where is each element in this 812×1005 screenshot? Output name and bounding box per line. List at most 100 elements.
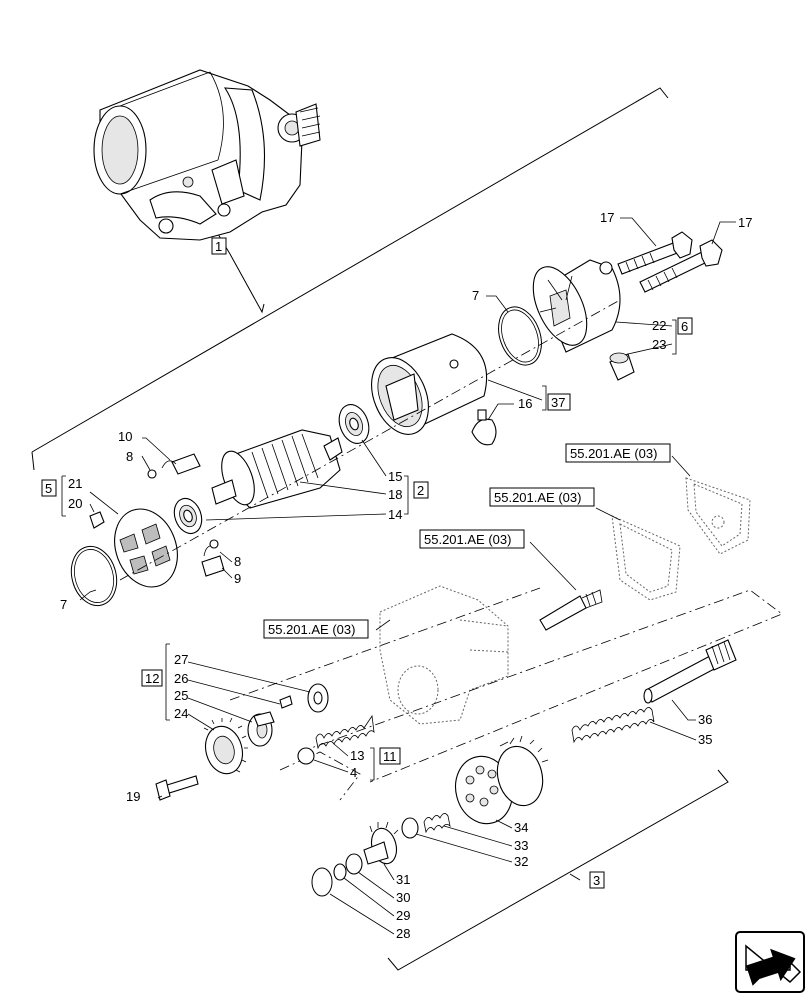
reference-pinion-shaft <box>539 589 603 631</box>
callout-32: 32 <box>514 854 528 869</box>
callout-16: 16 <box>518 396 532 411</box>
next-page-arrow-icon[interactable] <box>735 931 805 993</box>
reference-housing-ghost <box>379 585 509 725</box>
reference-box-4 <box>263 619 369 639</box>
callout-15: 15 <box>388 469 402 484</box>
group-bracket-6 <box>672 319 677 355</box>
gear-25 <box>247 711 275 747</box>
callout-3: 3 <box>593 873 600 888</box>
callout-13: 13 <box>350 748 364 763</box>
pin-26 <box>279 695 293 709</box>
callout-8-lower: 8 <box>234 554 241 569</box>
reference-box-1 <box>565 443 671 463</box>
reference-label-4: 55.201.AE (03) <box>268 622 355 637</box>
reference-label-1: 55.201.AE (03) <box>570 446 657 461</box>
callout-2: 2 <box>417 483 424 498</box>
callout-17-upper: 17 <box>600 210 614 225</box>
reference-box-3 <box>419 529 525 549</box>
callout-7-lower: 7 <box>60 597 67 612</box>
ball-4 <box>297 747 315 765</box>
callout-22: 22 <box>652 318 666 333</box>
o-ring-7-upper <box>498 306 542 366</box>
brush-10 <box>161 453 201 475</box>
callout-4: 4 <box>350 765 357 780</box>
assembly-bracket-lower <box>387 769 729 971</box>
reference-box-2 <box>489 487 595 507</box>
bolt-17-upper <box>617 231 693 275</box>
bush-23 <box>609 352 635 381</box>
callout-labels: 1 17 17 7 22 23 6 16 37 10 8 15 18 14 2 … <box>41 210 752 941</box>
callout-11: 11 <box>383 749 397 764</box>
callout-box-11 <box>379 747 401 765</box>
callout-37: 37 <box>551 395 565 410</box>
callout-box-12 <box>141 669 163 687</box>
bearing-15 <box>338 404 370 444</box>
bolt-19 <box>155 775 199 801</box>
clip-20 <box>89 511 105 529</box>
callout-30: 30 <box>396 890 410 905</box>
leader-lines <box>79 217 736 935</box>
callout-28: 28 <box>396 926 410 941</box>
brush-holder-16 <box>471 409 497 446</box>
callout-7-upper: 7 <box>472 288 479 303</box>
brush-plate-21 <box>114 508 178 588</box>
callout-35: 35 <box>698 732 712 747</box>
callout-9: 9 <box>234 571 241 586</box>
callout-box-3 <box>589 871 605 889</box>
overrunning-clutch-34 <box>455 735 549 825</box>
reference-gasket-2-ghost <box>685 477 751 555</box>
callout-14: 14 <box>388 507 402 522</box>
callout-box-37 <box>547 393 571 411</box>
reference-label-3: 55.201.AE (03) <box>424 532 511 547</box>
callout-24: 24 <box>174 706 188 721</box>
callout-box-6 <box>677 317 693 335</box>
retainer-32 <box>401 817 419 839</box>
group-bracket-12 <box>165 643 170 721</box>
brush-9 <box>201 545 225 577</box>
collar-30 <box>345 853 363 875</box>
callout-5: 5 <box>45 481 52 496</box>
gear-24 <box>203 717 248 775</box>
callout-36: 36 <box>698 712 712 727</box>
callout-6: 6 <box>681 319 688 334</box>
callout-20: 20 <box>68 496 82 511</box>
washer-29 <box>333 863 347 881</box>
o-ring-7-lower <box>70 545 118 607</box>
o-ring-28 <box>311 867 333 897</box>
callout-box-1 <box>211 237 227 255</box>
callout-box-5 <box>41 479 57 497</box>
callout-19: 19 <box>126 789 140 804</box>
screw-8-upper <box>147 469 157 479</box>
pinion-31 <box>363 821 399 865</box>
armature-18 <box>211 429 343 509</box>
shaft-36 <box>643 639 737 704</box>
group-bracket-5 <box>61 475 66 517</box>
reference-label-2: 55.201.AE (03) <box>494 490 581 505</box>
bearing-14 <box>173 497 203 535</box>
callout-box-2 <box>413 481 429 499</box>
callout-1: 1 <box>215 239 222 254</box>
callout-18: 18 <box>388 487 402 502</box>
washer-27 <box>307 683 329 713</box>
spring-35 <box>571 707 655 744</box>
bolt-17-lower <box>639 239 723 293</box>
callout-26: 26 <box>174 671 188 686</box>
reference-gasket-1-ghost <box>611 515 681 601</box>
callout-33: 33 <box>514 838 528 853</box>
reference-labels: 55.201.AE (03) 55.201.AE (03) 55.201.AE … <box>263 443 671 639</box>
callout-23: 23 <box>652 337 666 352</box>
assembly-bracket-upper <box>31 87 669 471</box>
callout-21: 21 <box>68 476 82 491</box>
spring-13 <box>315 714 375 750</box>
group-bracket-2 <box>404 475 409 515</box>
callout-27: 27 <box>174 652 188 667</box>
callout-34: 34 <box>514 820 528 835</box>
callout-10: 10 <box>118 429 132 444</box>
callout-25: 25 <box>174 688 188 703</box>
group-bracket-11 <box>370 747 375 781</box>
callout-29: 29 <box>396 908 410 923</box>
callout-12: 12 <box>145 671 159 686</box>
yoke-37 <box>371 333 488 435</box>
